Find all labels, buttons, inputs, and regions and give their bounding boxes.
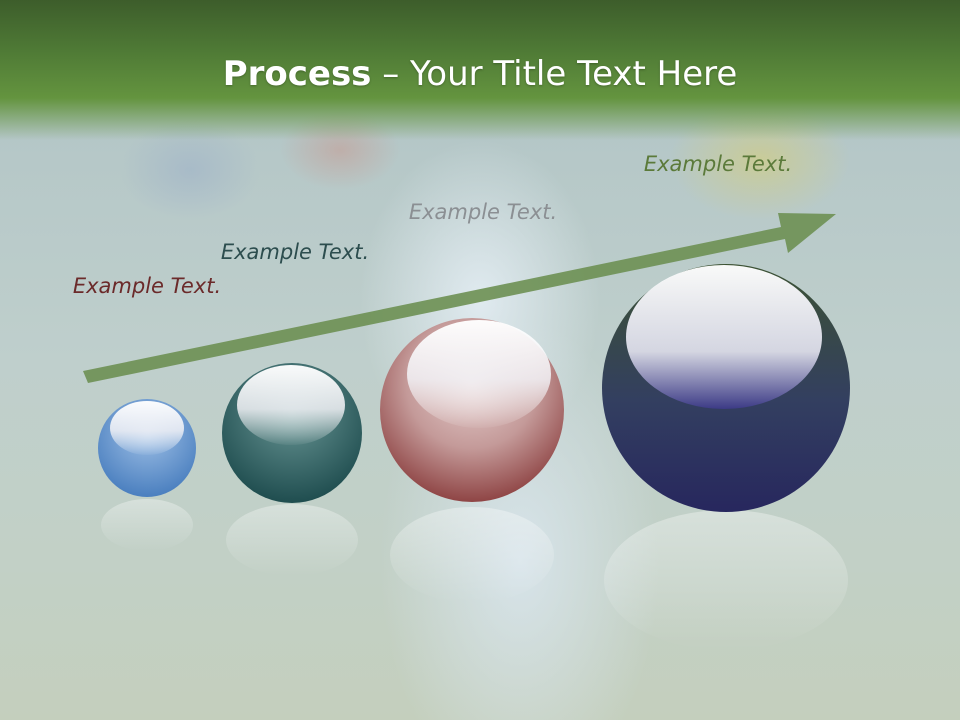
step-label-2: Example Text. bbox=[220, 240, 370, 264]
title-banner bbox=[0, 0, 960, 140]
title-rest: – Your Title Text Here bbox=[371, 54, 738, 94]
progress-arrow-icon bbox=[83, 213, 836, 383]
sphere-reflection-1 bbox=[101, 499, 193, 551]
slide-title: Process – Your Title Text Here bbox=[0, 54, 960, 94]
sphere-reflection-3 bbox=[390, 507, 554, 603]
sphere-3-icon bbox=[380, 318, 564, 502]
sphere-reflection-2 bbox=[226, 504, 358, 576]
sphere-1-icon bbox=[98, 399, 196, 497]
step-label-3: Example Text. bbox=[408, 200, 558, 224]
title-bold: Process bbox=[222, 54, 372, 94]
sphere-2-icon bbox=[222, 363, 362, 503]
step-label-4: Example Text. bbox=[643, 152, 793, 176]
sphere-reflection-4 bbox=[604, 510, 848, 650]
sphere-4-icon bbox=[602, 264, 850, 512]
step-label-1: Example Text. bbox=[72, 274, 222, 298]
